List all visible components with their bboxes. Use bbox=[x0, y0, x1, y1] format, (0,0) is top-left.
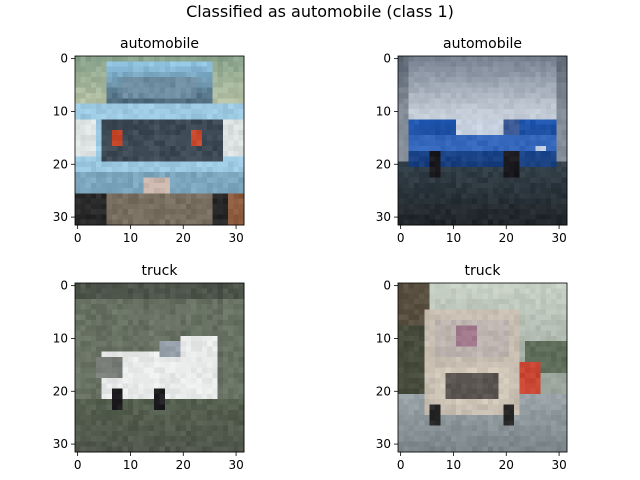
panel-title: automobile bbox=[120, 36, 199, 52]
axes-frame bbox=[74, 282, 245, 453]
x-tick-label: 10 bbox=[123, 458, 138, 472]
y-tick-label: 0 bbox=[383, 52, 391, 66]
x-tick-label: 0 bbox=[397, 231, 405, 245]
x-tick-label: 30 bbox=[551, 231, 566, 245]
x-tick-label: 20 bbox=[499, 458, 514, 472]
x-tick-label: 20 bbox=[176, 231, 191, 245]
axes-frame bbox=[397, 282, 568, 453]
y-tick-label: 0 bbox=[60, 279, 68, 293]
thumbnail-image bbox=[75, 283, 245, 453]
x-tick-label: 20 bbox=[176, 458, 191, 472]
panel-title: automobile bbox=[443, 36, 522, 52]
y-tick-label: 30 bbox=[53, 437, 68, 451]
y-tick-label: 0 bbox=[383, 279, 391, 293]
axes-frame bbox=[397, 55, 568, 226]
panel-4: truck 0 10 20 30 0 10 20 30 bbox=[376, 263, 568, 472]
y-tick-label: 10 bbox=[53, 331, 68, 345]
x-tick-label: 10 bbox=[123, 231, 138, 245]
y-tick-label: 30 bbox=[53, 210, 68, 224]
thumbnail-image bbox=[75, 56, 245, 226]
y-tick-label: 10 bbox=[376, 104, 391, 118]
y-tick-label: 20 bbox=[53, 157, 68, 171]
y-tick-label: 0 bbox=[60, 52, 68, 66]
x-tick-label: 0 bbox=[74, 458, 82, 472]
panel-3: truck 0 10 20 30 0 10 20 30 bbox=[53, 263, 245, 472]
panel-title: truck bbox=[465, 263, 502, 279]
x-tick-label: 30 bbox=[228, 458, 243, 472]
x-tick-label: 10 bbox=[446, 458, 461, 472]
y-tick-label: 30 bbox=[376, 437, 391, 451]
panel-title: truck bbox=[142, 263, 179, 279]
axes-frame bbox=[74, 55, 245, 226]
x-tick-label: 0 bbox=[397, 458, 405, 472]
panel-1: automobile 0 10 20 30 0 10 20 30 bbox=[53, 36, 245, 245]
x-tick-label: 30 bbox=[551, 458, 566, 472]
x-tick-label: 0 bbox=[74, 231, 82, 245]
panel-2: automobile 0 10 20 30 0 10 20 30 bbox=[376, 36, 568, 245]
y-tick-label: 10 bbox=[376, 331, 391, 345]
y-tick-label: 10 bbox=[53, 104, 68, 118]
x-tick-label: 30 bbox=[228, 231, 243, 245]
y-tick-label: 20 bbox=[53, 384, 68, 398]
y-tick-label: 30 bbox=[376, 210, 391, 224]
thumbnail-image bbox=[398, 56, 568, 226]
x-tick-label: 20 bbox=[499, 231, 514, 245]
x-tick-label: 10 bbox=[446, 231, 461, 245]
y-tick-label: 20 bbox=[376, 157, 391, 171]
y-tick-label: 20 bbox=[376, 384, 391, 398]
figure-title: Classified as automobile (class 1) bbox=[186, 2, 454, 21]
thumbnail-image bbox=[398, 283, 568, 453]
panel-grid: automobile 0 10 20 30 0 10 20 30 automobile 0 10 20 3… bbox=[53, 36, 568, 472]
